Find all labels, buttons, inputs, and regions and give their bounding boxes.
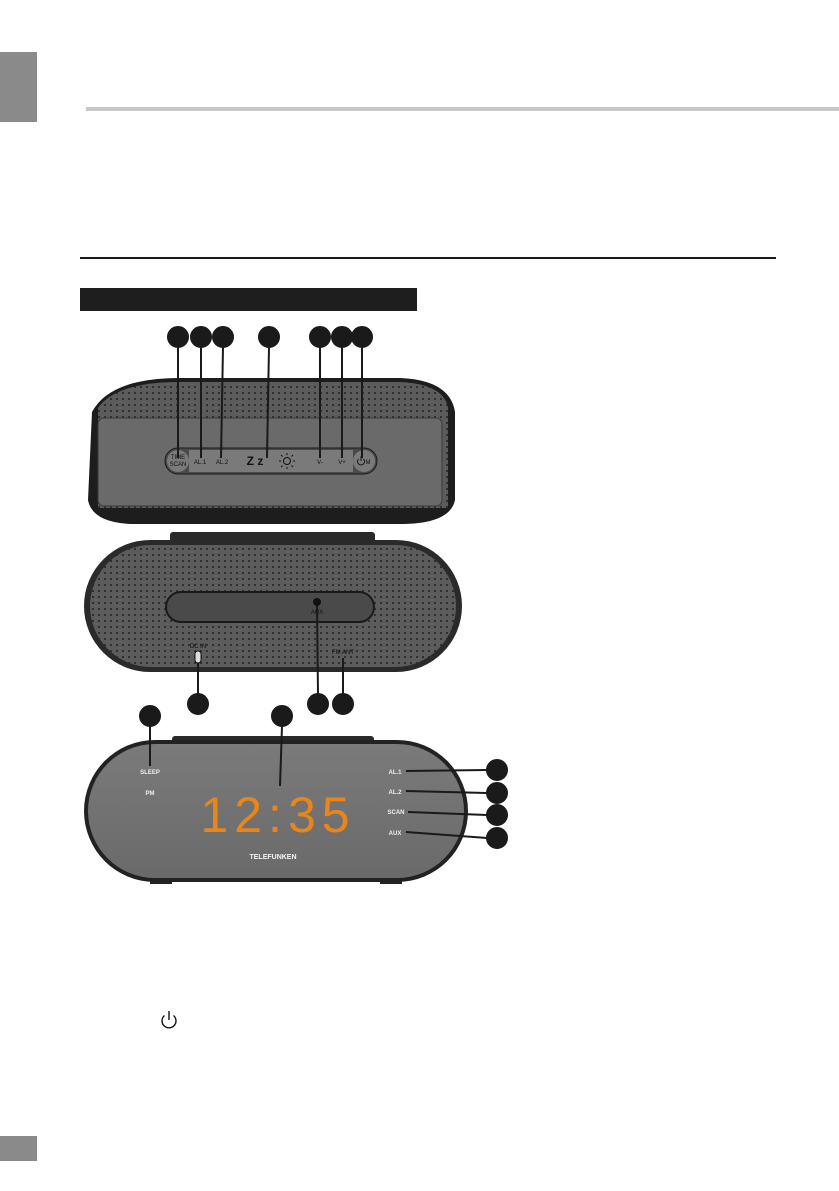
scan-label: SCAN: [170, 462, 187, 468]
al2-indicator: AL.2: [388, 790, 402, 796]
fm-ant-label: FM ANT: [332, 650, 354, 656]
brightness-icon: [279, 453, 295, 469]
mode-label: M: [366, 460, 371, 466]
brand-logo: TELEFUNKEN: [249, 854, 296, 861]
volume-up-button[interactable]: [331, 450, 353, 472]
rear-callouts: [187, 605, 354, 715]
section-title-bar: [80, 288, 417, 311]
top-callouts: [167, 326, 373, 459]
volume-down-label: V-: [317, 460, 323, 466]
top-view: TIME SCAN AL.1 AL.2 Z z V- V+ M: [88, 366, 455, 524]
al1-button-label: AL.1: [194, 460, 207, 466]
front-view: SLEEP PM 12:35 TELEFUNKEN AL.1 AL.2 SCAN…: [84, 736, 468, 884]
pm-indicator: PM: [146, 791, 155, 797]
power-mode-button[interactable]: [353, 450, 375, 472]
rear-view: AUX DC IN FM ANT: [84, 532, 462, 672]
aux-jack-icon: [313, 598, 321, 606]
dc-in-jack[interactable]: [194, 650, 202, 664]
time-display: 12:35: [200, 787, 355, 843]
time-scan-button[interactable]: [167, 450, 189, 472]
al2-button[interactable]: [211, 450, 233, 472]
section-rule: [80, 257, 776, 259]
device-illustration: TIME SCAN AL.1 AL.2 Z z V- V+ M: [84, 326, 508, 884]
scan-indicator: SCAN: [387, 810, 404, 816]
volume-up-label: V+: [338, 460, 346, 466]
al2-button-label: AL.2: [216, 460, 229, 466]
snooze-label: Z z: [247, 454, 264, 468]
page-tab-bottom: [0, 1136, 37, 1161]
snooze-dimmer-button[interactable]: [233, 450, 309, 472]
volume-down-button[interactable]: [309, 450, 331, 472]
al1-button[interactable]: [189, 450, 211, 472]
sleep-indicator: SLEEP: [140, 770, 160, 776]
page-tab-top: [0, 52, 37, 122]
aux-indicator: AUX: [389, 831, 402, 837]
dc-in-label: DC IN: [190, 644, 206, 650]
al1-indicator: AL.1: [388, 770, 402, 776]
header-rule: [86, 107, 839, 111]
power-icon: [161, 1011, 177, 1029]
front-callouts: [139, 705, 508, 849]
